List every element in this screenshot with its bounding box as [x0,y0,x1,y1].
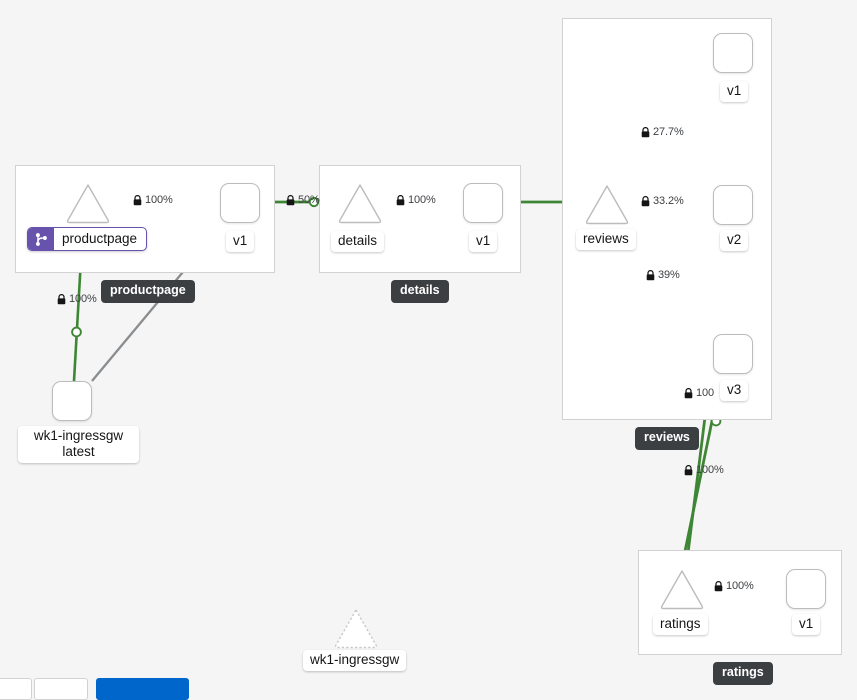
node-label-ingressgw-workload: wk1-ingressgw latest [18,426,139,463]
node-label-details-v1: v1 [469,231,498,252]
edge-label-text: 100 [696,387,715,399]
node-ingressgw-workload[interactable] [52,381,92,421]
edge-label-text: 27.7% [653,126,684,138]
mtls-lock-icon [646,270,655,281]
node-label-reviews-v3: v3 [720,380,749,401]
node-details-service[interactable] [336,182,384,224]
edge-label-reviews-v3-to-ratings: 100% [684,465,724,476]
edge-label-reviews-v2-to-ratings: 100 [684,388,714,399]
edge-label-reviews-to-v2: 33.2% [641,196,684,207]
node-reviews-v2[interactable] [713,185,753,225]
namespace-badge-ratings[interactable]: ratings [713,662,773,685]
node-label-productpage-service: productpage [62,231,138,246]
ingressgw-label-line2: latest [62,443,95,459]
node-label-reviews-v1: v1 [720,81,749,102]
node-label-ratings-v1: v1 [792,614,821,635]
edge-label-text: 100% [69,293,97,305]
edge-label-reviews-to-v1: 27.7% [641,127,684,138]
edge-label-text: 100% [145,194,173,206]
node-label-reviews-v2: v2 [720,230,749,251]
node-label-details-service: details [331,231,385,252]
mtls-lock-icon [57,294,66,305]
mtls-lock-icon [396,195,405,206]
node-productpage-v1[interactable] [220,183,260,223]
node-ratings-service[interactable] [658,568,706,610]
mtls-lock-icon [133,195,142,206]
edge-label-text: 100% [726,580,754,592]
namespace-badge-productpage[interactable]: productpage [101,280,195,303]
node-label-productpage-v1: v1 [226,231,255,252]
mtls-lock-icon [684,465,693,476]
node-label-reviews-service: reviews [576,229,636,250]
edge-label-ingress-to-productpage: 100% [57,294,97,305]
node-productpage-service[interactable] [64,182,112,224]
virtualservice-icon [28,228,54,250]
toolbar-primary-button[interactable] [96,678,189,700]
edge-label-text: 100% [696,464,724,476]
mtls-lock-icon [714,581,723,592]
edge-label-productpage-to-v1: 100% [133,195,173,206]
edge-label-text: 33.2% [653,195,684,207]
toolbar-layout-chip[interactable] [34,678,88,700]
namespace-badge-details[interactable]: details [391,280,449,303]
edge-label-reviews-to-v3: 39% [646,270,680,281]
mtls-lock-icon [641,196,650,207]
toolbar-legend-chip[interactable] [0,678,32,700]
edge-label-text: 50% [298,194,320,206]
edge-label-text: 39% [658,269,680,281]
node-ratings-v1[interactable] [786,569,826,609]
node-label-ingressgw-service: wk1-ingressgw [303,650,407,671]
ingressgw-label-line1: wk1-ingressgw [33,428,124,443]
node-details-v1[interactable] [463,183,503,223]
mtls-lock-icon [641,127,650,138]
node-reviews-v1[interactable] [713,33,753,73]
mtls-lock-icon [286,195,295,206]
virtualservice-chip-productpage[interactable]: productpage [27,227,148,251]
node-ingressgw-service-idle[interactable] [332,607,380,649]
edge-label-details-to-v1: 100% [396,195,436,206]
node-reviews-service[interactable] [583,183,631,225]
node-label-ratings-service: ratings [653,614,708,635]
namespace-badge-reviews[interactable]: reviews [635,427,699,450]
edge-label-ratings-to-v1: 100% [714,581,754,592]
node-reviews-v3[interactable] [713,334,753,374]
mtls-lock-icon [684,388,693,399]
edge-label-text: 100% [408,194,436,206]
edge-label-productpage-v1-to-details: 50% [286,195,320,206]
